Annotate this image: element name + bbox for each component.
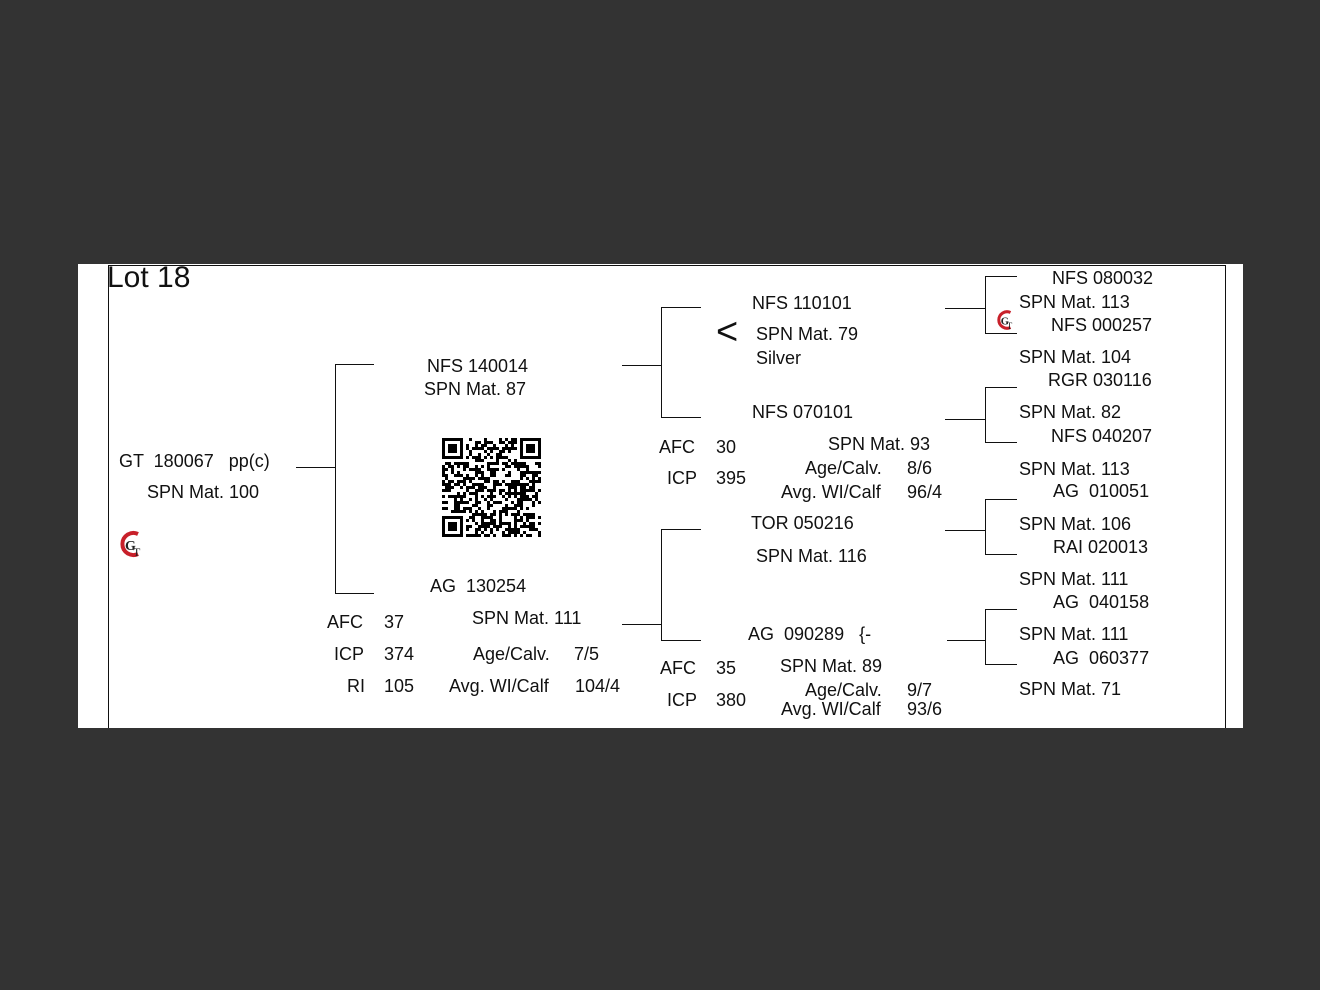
gg-spn: SPN Mat. 104	[1019, 347, 1132, 367]
ss-mark: <	[716, 311, 739, 353]
connector	[622, 365, 661, 366]
dam-wt: 104/4	[575, 676, 621, 696]
gg-id: AG 060377	[1053, 648, 1150, 668]
gg-id: NFS 080032	[1052, 268, 1154, 288]
frame-top	[108, 265, 1226, 266]
gt-logo-icon: G T	[997, 310, 1013, 331]
dd-age: 9/7	[907, 680, 933, 700]
dam-ri-label: RI	[347, 676, 365, 696]
connector	[985, 499, 986, 555]
connector	[945, 419, 985, 420]
gg-id: RAI 020013	[1053, 537, 1149, 557]
connector	[335, 593, 374, 594]
gg-id: AG 010051	[1053, 481, 1150, 501]
dd-icp-label: ICP	[667, 690, 698, 710]
lot-title: Lot 18	[107, 261, 191, 294]
gg-spn: SPN Mat. 71	[1019, 679, 1122, 699]
connector	[985, 387, 986, 443]
gg-id: AG 040158	[1053, 592, 1150, 612]
sd-afc-label: AFC	[659, 437, 695, 457]
gg-spn: SPN Mat. 113	[1019, 459, 1130, 479]
gg-id: NFS 000257	[1051, 315, 1153, 335]
frame-right	[1225, 265, 1226, 728]
dam-wt-label: Avg. WI/Calf	[449, 676, 549, 696]
connector	[985, 276, 986, 334]
gg-spn: SPN Mat. 111	[1019, 569, 1129, 589]
gg-spn: SPN Mat. 106	[1019, 514, 1132, 534]
connector	[661, 529, 662, 641]
dam-age-label: Age/Calv.	[473, 644, 550, 664]
sd-icp: 395	[716, 468, 747, 488]
sd-wt: 96/4	[907, 482, 943, 502]
connector	[985, 442, 1017, 443]
connector	[945, 308, 985, 309]
dd-afc-label: AFC	[660, 658, 696, 678]
connector	[985, 276, 1017, 277]
dd-icp: 380	[716, 690, 747, 710]
subject-spn: SPN Mat. 100	[147, 482, 260, 502]
dd-age-label: Age/Calv.	[805, 680, 882, 700]
connector	[985, 609, 1017, 610]
sd-wt-label: Avg. WI/Calf	[781, 482, 881, 502]
svg-text:G: G	[1001, 317, 1009, 328]
connector	[947, 640, 985, 641]
gg-id: RGR 030116	[1048, 370, 1152, 390]
connector	[985, 554, 1017, 555]
svg-text:T: T	[133, 545, 141, 559]
dam-id: AG 130254	[430, 576, 527, 596]
connector	[661, 307, 662, 418]
dd-wt-label: Avg. WI/Calf	[781, 699, 881, 719]
frame-left	[108, 265, 109, 728]
ds-id: TOR 050216	[751, 513, 854, 533]
dam-icp-label: ICP	[334, 644, 365, 664]
ss-spn: SPN Mat. 79	[756, 324, 859, 344]
sire-id: NFS 140014	[427, 356, 529, 376]
connector	[622, 624, 661, 625]
sd-icp-label: ICP	[667, 468, 698, 488]
connector	[985, 609, 986, 665]
sd-afc: 30	[716, 437, 737, 457]
connector	[985, 664, 1017, 665]
svg-text:T: T	[1007, 321, 1013, 331]
sd-age: 8/6	[907, 458, 933, 478]
gg-spn: SPN Mat. 113	[1019, 292, 1130, 312]
gg-spn: SPN Mat. 82	[1019, 402, 1122, 422]
dd-spn: SPN Mat. 89	[780, 656, 883, 676]
dd-afc: 35	[716, 658, 737, 678]
sd-id: NFS 070101	[752, 402, 854, 422]
connector	[985, 499, 1017, 500]
sd-age-label: Age/Calv.	[805, 458, 882, 478]
connector	[335, 364, 336, 594]
dam-ri: 105	[384, 676, 415, 696]
dam-icp: 374	[384, 644, 415, 664]
ss-id: NFS 110101	[752, 293, 852, 313]
qr-code	[442, 438, 541, 537]
connector	[296, 467, 335, 468]
connector	[335, 364, 374, 365]
pedigree-sheet	[78, 264, 1243, 728]
connector	[985, 387, 1017, 388]
connector	[661, 307, 701, 308]
dam-afc: 37	[384, 612, 405, 632]
gg-id: NFS 040207	[1051, 426, 1153, 446]
dam-age: 7/5	[574, 644, 600, 664]
ss-note: Silver	[756, 348, 802, 368]
sd-spn: SPN Mat. 93	[828, 434, 931, 454]
dd-id: AG 090289 {-	[748, 624, 872, 644]
connector	[661, 529, 701, 530]
sire-spn: SPN Mat. 87	[424, 379, 527, 399]
connector	[661, 640, 701, 641]
ds-spn: SPN Mat. 116	[756, 546, 867, 566]
dam-spn: SPN Mat. 111	[472, 608, 582, 628]
connector	[661, 417, 701, 418]
connector	[945, 530, 985, 531]
svg-text:G: G	[125, 539, 136, 554]
subject-id: GT 180067 pp(c)	[119, 451, 270, 471]
connector	[985, 333, 1017, 334]
dam-afc-label: AFC	[327, 612, 363, 632]
gg-spn: SPN Mat. 111	[1019, 624, 1129, 644]
gt-logo-icon: G T	[120, 531, 141, 559]
dd-wt: 93/6	[907, 699, 943, 719]
